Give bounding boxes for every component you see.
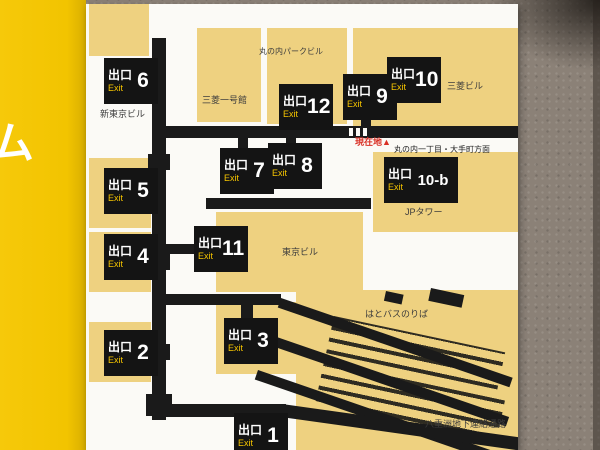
- exit-number: 8: [301, 154, 313, 177]
- exit-number: 1: [267, 424, 279, 447]
- label-tokyo-building: 東京ビル: [282, 247, 319, 257]
- exit-label-jp: 出口: [198, 236, 223, 250]
- exit-number: 6: [137, 69, 149, 92]
- exit-label-en: Exit: [108, 259, 124, 269]
- exit-label-en: Exit: [108, 355, 124, 365]
- exit-number: 2: [137, 341, 149, 364]
- exit-label-en: Exit: [108, 83, 124, 93]
- exit-label-jp: 出口: [224, 158, 249, 172]
- exit-label-en: Exit: [224, 173, 240, 183]
- crosswalk-dash: [363, 128, 367, 136]
- label-mitsubishi-building: 三菱ビル: [447, 81, 484, 91]
- label-yaesu-underground-passage: 八重洲地下連絡通路: [425, 419, 507, 429]
- current-location-marker: 現在地▲: [355, 138, 391, 147]
- label-mitsubishi-ichigokan: 三菱一号館: [202, 95, 248, 105]
- exit-number: 9: [376, 85, 388, 108]
- exit-label-en: Exit: [228, 343, 244, 353]
- exit-label-en: Exit: [391, 82, 407, 92]
- exit-label-jp: 出口: [108, 244, 133, 258]
- pillar-glyph: ム: [0, 119, 34, 168]
- exit-number: 10-b: [417, 171, 449, 189]
- exit-number: 3: [257, 329, 269, 352]
- exit-label-jp: 出口: [347, 84, 372, 98]
- exit-label-jp: 出口: [388, 167, 413, 181]
- exit-label-en: Exit: [347, 99, 363, 109]
- wall-edge: [593, 0, 600, 450]
- exit-label-jp: 出口: [108, 178, 133, 192]
- exit-label-jp: 出口: [228, 328, 253, 342]
- exit-number: 11: [222, 237, 245, 260]
- label-hato-bus-stop: はとバスのりば: [365, 309, 429, 319]
- exit-number: 12: [307, 95, 331, 118]
- exit-label-jp: 出口: [108, 340, 133, 354]
- exit-label-en: Exit: [238, 438, 254, 448]
- crosswalk-dash: [349, 128, 353, 136]
- crosswalk-dash: [356, 128, 360, 136]
- road-connector: [361, 118, 371, 128]
- building-block: [89, 4, 149, 56]
- label-jp-tower: JPタワー: [405, 207, 443, 217]
- exit-label-en: Exit: [108, 193, 124, 203]
- current-location-triangle-icon: ▲: [382, 137, 391, 147]
- yellow-pillar: ム: [0, 0, 86, 450]
- road-connector-exit11: [164, 244, 196, 254]
- exit-number: 5: [137, 179, 149, 202]
- exit-map-sheet: 丸の内パークビル 三菱一号館 新東京ビル 三菱ビル JPタワー 東京ビル はとバ…: [86, 4, 518, 450]
- label-direction-marunouchi-otemachi: 丸の内一丁目・大手町方面: [394, 145, 490, 154]
- exit-label-en: Exit: [388, 182, 404, 192]
- road-connector: [238, 135, 248, 150]
- road-lower-horizontal: [161, 294, 281, 305]
- exit-label-jp: 出口: [391, 67, 416, 81]
- road-top-horizontal: [161, 126, 518, 138]
- exit-label-jp: 出口: [272, 153, 297, 167]
- exit-number: 7: [253, 159, 265, 182]
- road-mid-horizontal: [206, 198, 371, 209]
- exit-number: 4: [137, 245, 149, 268]
- label-shin-tokyo-building: 新東京ビル: [100, 109, 146, 119]
- label-marunouchi-park-building: 丸の内パークビル: [259, 47, 323, 56]
- exit-label-en: Exit: [283, 109, 299, 119]
- exit-label-en: Exit: [198, 251, 214, 261]
- exit-label-jp: 出口: [283, 94, 308, 108]
- road-connector: [286, 135, 296, 145]
- building-block-mitsubishi-ichigokan: [197, 28, 261, 122]
- exit-label-en: Exit: [272, 168, 288, 178]
- road-stair-node: [148, 154, 170, 170]
- exit-number: 10: [415, 68, 439, 91]
- road-connector-exit3: [241, 303, 253, 319]
- current-location-text: 現在地: [355, 137, 383, 147]
- exit-label-jp: 出口: [108, 68, 133, 82]
- exit-label-jp: 出口: [238, 423, 263, 437]
